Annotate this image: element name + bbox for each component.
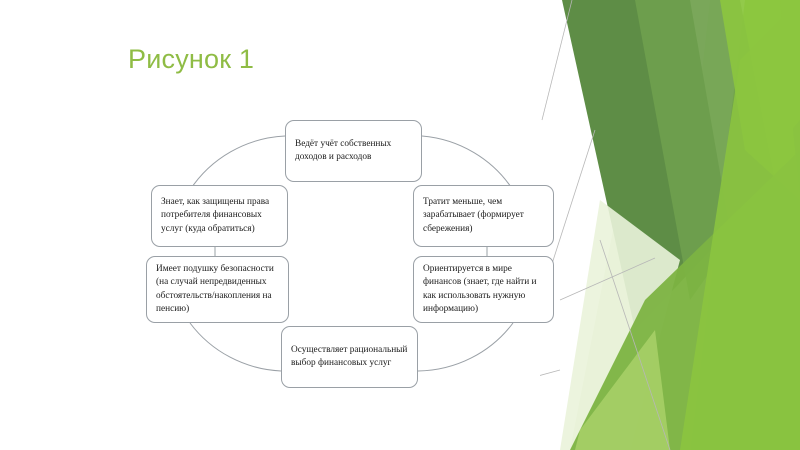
green-angular-graphic <box>540 0 800 450</box>
cycle-node-label: Знает, как защищены права потребителя фи… <box>161 197 270 234</box>
cycle-node-left-bottom[interactable]: Имеет подушку безопасности (на случай не… <box>146 256 289 323</box>
cycle-node-label: Имеет подушку безопасности (на случай не… <box>156 264 274 314</box>
cycle-node-label: Осуществляет рациональный выбор финансов… <box>291 344 408 368</box>
cycle-node-label: Ориентируется в мире финансов (знает, гд… <box>423 264 537 314</box>
cycle-ring <box>189 135 514 372</box>
page-title: Рисунок 1 <box>128 44 255 74</box>
cycle-node-label: Тратит меньше, чем зарабатывает (формиру… <box>423 197 524 234</box>
cycle-node-left-top[interactable]: Знает, как защищены права потребителя фи… <box>151 185 288 247</box>
cycle-node-bottom[interactable]: Осуществляет рациональный выбор финансов… <box>281 326 418 388</box>
cycle-node-label: Ведёт учёт собственных доходов и расходо… <box>295 138 392 162</box>
financial-literacy-cycle: Ведёт учёт собственных доходов и расходо… <box>135 118 565 393</box>
cycle-node-top[interactable]: Ведёт учёт собственных доходов и расходо… <box>285 120 422 182</box>
cycle-node-right-bottom[interactable]: Ориентируется в мире финансов (знает, гд… <box>413 256 554 323</box>
cycle-node-right-top[interactable]: Тратит меньше, чем зарабатывает (формиру… <box>413 185 554 247</box>
